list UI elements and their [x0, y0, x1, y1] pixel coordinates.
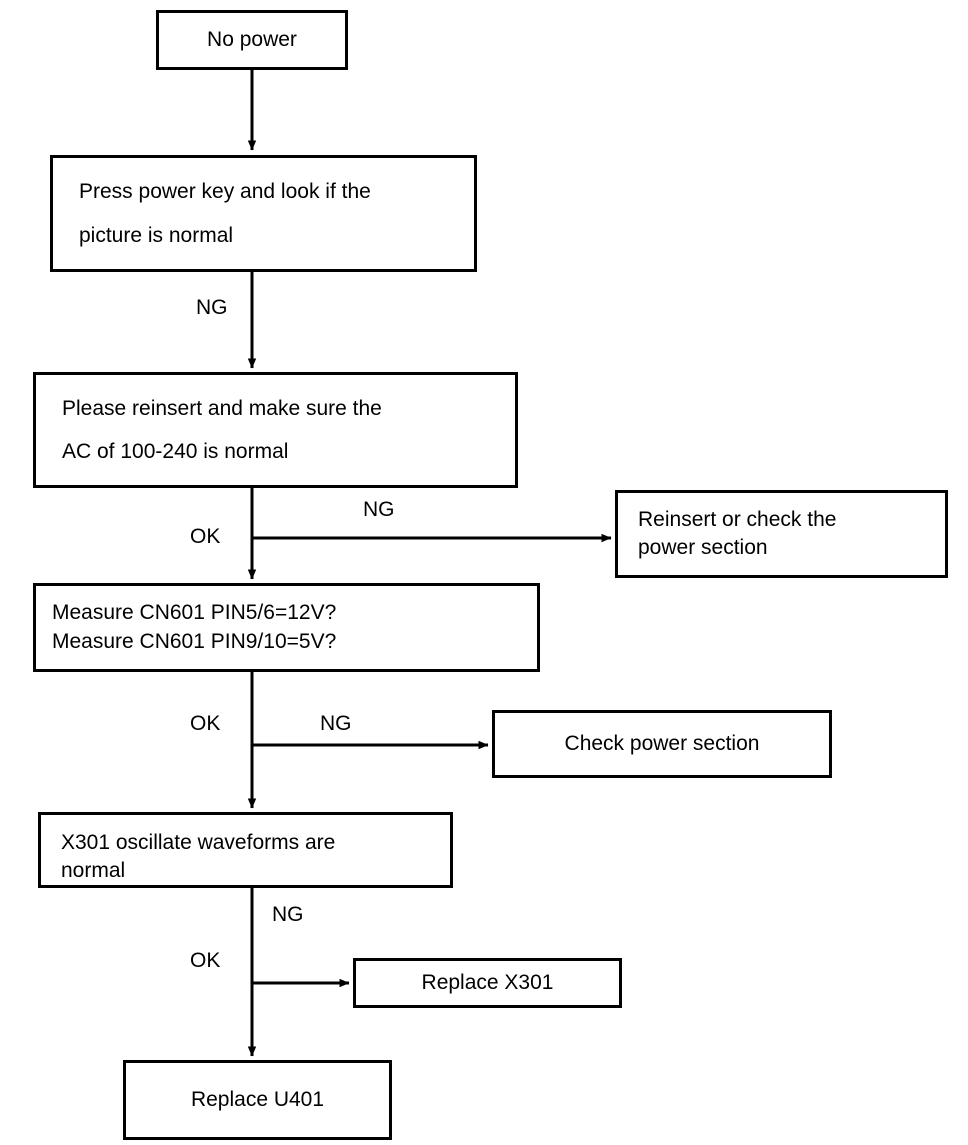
edge-label-ng-to-check-power: NG — [320, 712, 352, 735]
node-please-reinsert[interactable]: Please reinsert and make sure the AC of … — [33, 372, 518, 488]
node-x301-oscillate-label: X301 oscillate waveforms are normal — [61, 831, 336, 883]
edge-label-ok-after-x301: OK — [190, 949, 221, 972]
node-check-power-section[interactable]: Check power section — [492, 710, 832, 778]
node-replace-x301[interactable]: Replace X301 — [353, 958, 622, 1008]
node-x301-oscillate[interactable]: X301 oscillate waveforms are normal — [38, 812, 453, 888]
node-replace-x301-label: Replace X301 — [421, 970, 554, 994]
node-replace-u401[interactable]: Replace U401 — [123, 1060, 392, 1140]
node-reinsert-or-check[interactable]: Reinsert or check the power section — [615, 490, 948, 578]
node-press-power-key[interactable]: Press power key and look if the picture … — [50, 155, 477, 272]
node-reinsert-or-check-label: Reinsert or check the power section — [638, 507, 837, 559]
node-no-power[interactable]: No power — [156, 10, 348, 70]
edge-label-ng-to-reinsert-check: NG — [363, 498, 395, 521]
node-replace-u401-label: Replace U401 — [190, 1087, 325, 1111]
node-no-power-label: No power — [207, 27, 297, 51]
node-measure-cn601[interactable]: Measure CN601 PIN5/6=12V? Measure CN601 … — [33, 583, 540, 672]
node-measure-cn601-label: Measure CN601 PIN5/6=12V? Measure CN601 … — [52, 601, 337, 653]
node-please-reinsert-label: Please reinsert and make sure the AC of … — [62, 396, 382, 463]
node-press-power-key-label: Press power key and look if the picture … — [79, 180, 371, 247]
edge-label-ng-to-replace-x301: NG — [272, 903, 304, 926]
node-check-power-section-label: Check power section — [564, 731, 760, 755]
edge-label-ok-after-measure: OK — [190, 712, 221, 735]
edge-label-ok-after-reinsert: OK — [190, 525, 221, 548]
edge-label-ng-after-press-power: NG — [196, 296, 228, 319]
